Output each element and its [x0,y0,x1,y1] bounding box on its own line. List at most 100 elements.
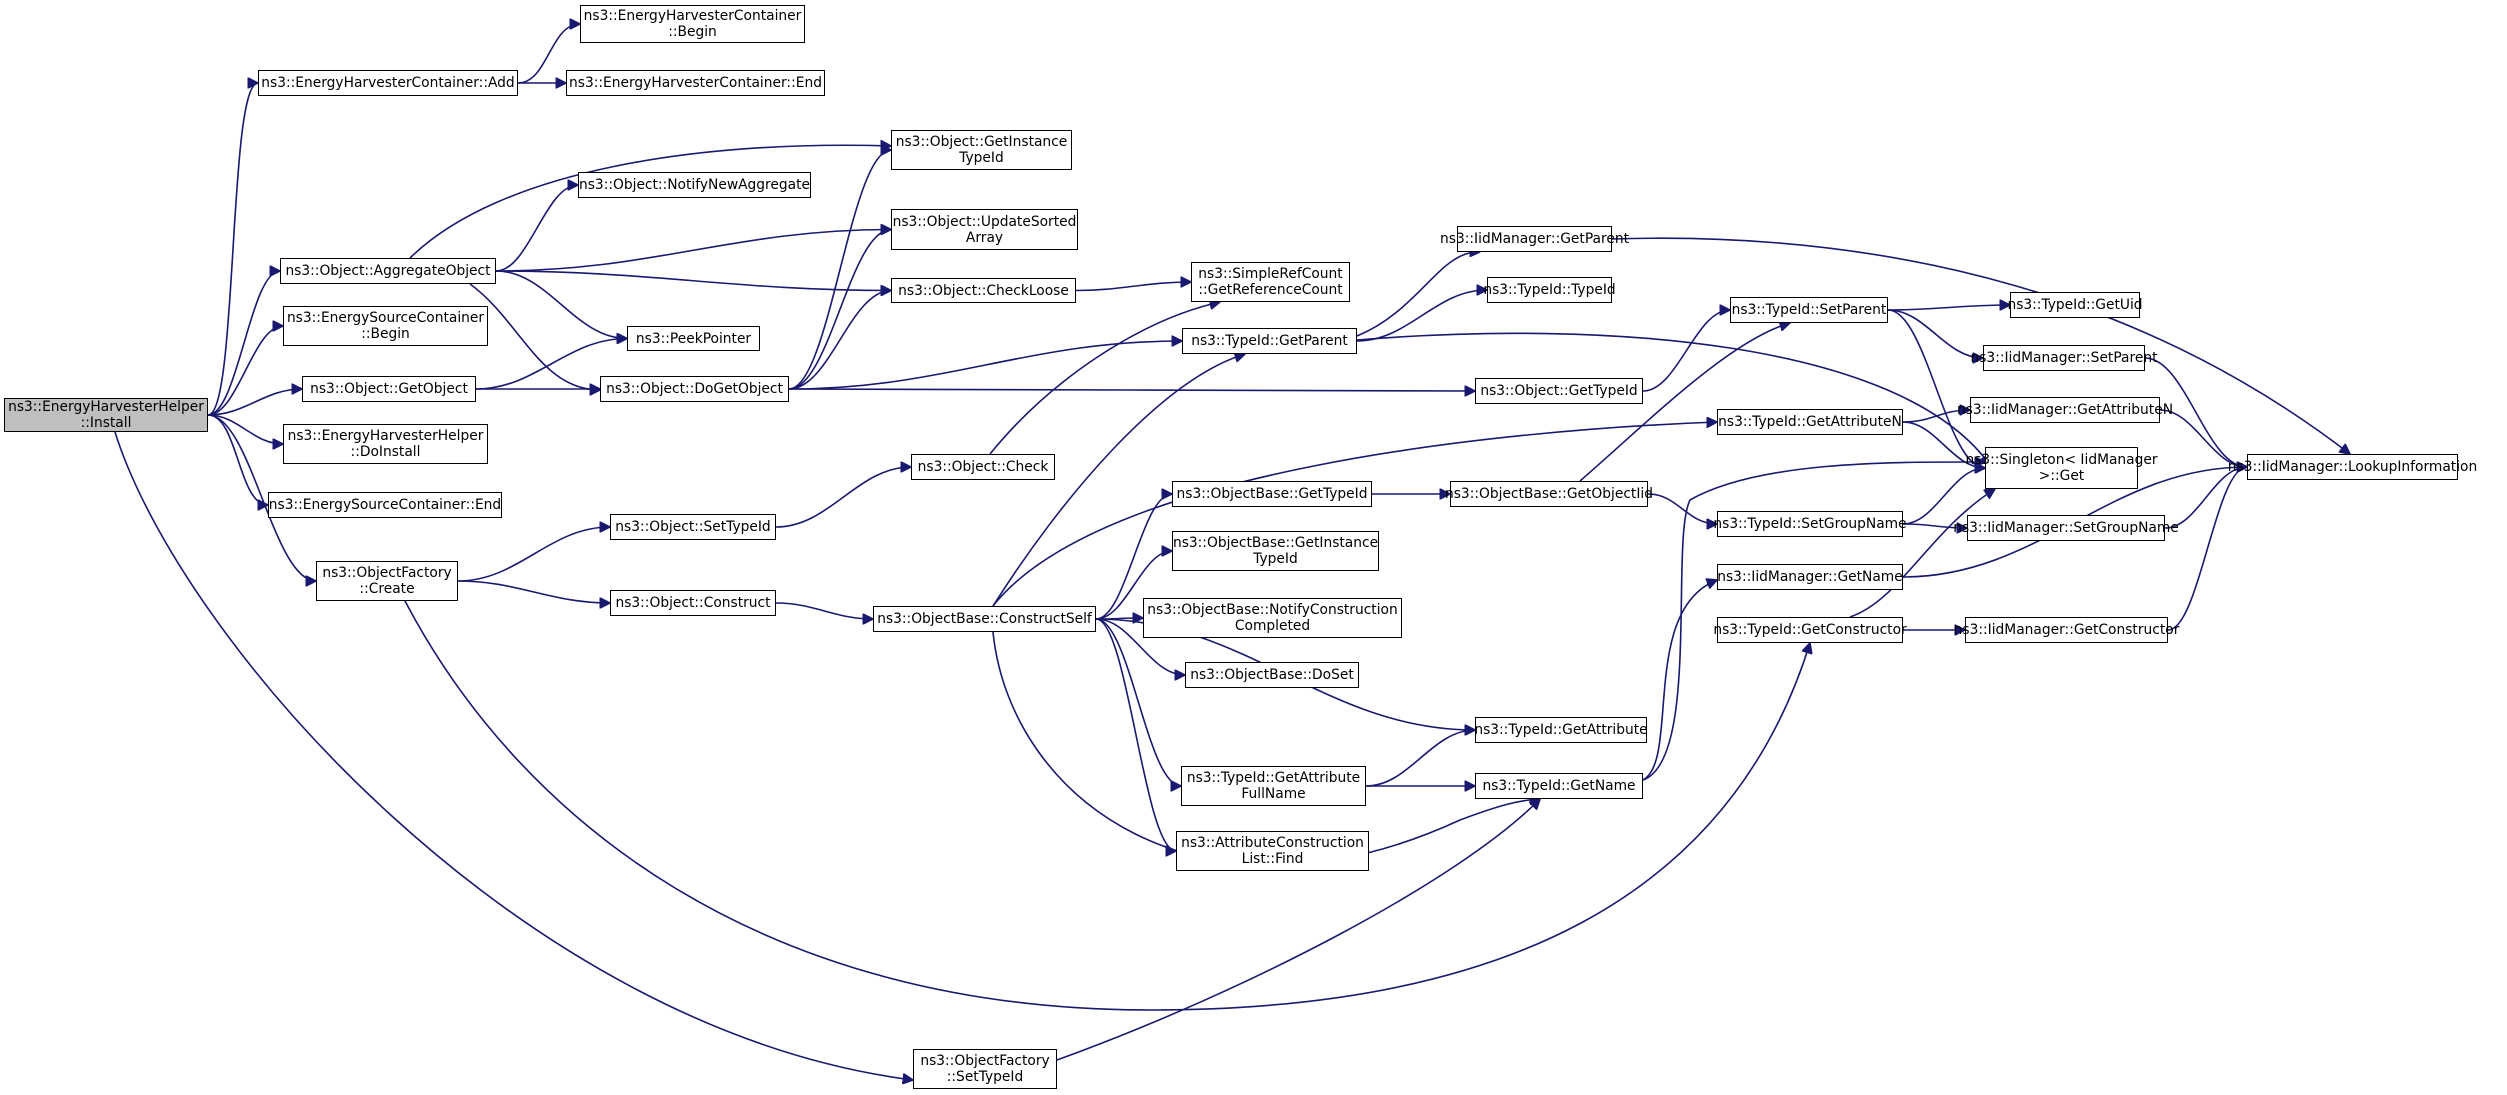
node-singleton-get[interactable]: ns3::Singleton< IidManager >::Get [1965,447,2158,489]
node-label-line: ns3::Object::SetTypeId [615,519,771,535]
node-typeid-getconstructor[interactable]: ns3::TypeId::GetConstructor [1713,617,1907,643]
node-install[interactable]: ns3::EnergyHarvesterHelper::Install [4,398,208,432]
node-typeid-getuid[interactable]: ns3::TypeId::GetUid [2007,292,2143,318]
edge-obj-aggregate-to-obj-dogetobject [469,283,600,390]
node-label-line: ::Create [359,581,415,597]
node-ehc-add[interactable]: ns3::EnergyHarvesterContainer::Add [258,70,518,96]
node-ob-gettypeid[interactable]: ns3::ObjectBase::GetTypeId [1172,481,1372,507]
node-label-line: ns3::ObjectBase::NotifyConstruction [1147,602,1398,618]
node-label-line: ns3::ObjectBase::DoSet [1190,667,1354,683]
node-objfactory-settypeid[interactable]: ns3::ObjectFactory::SetTypeId [913,1049,1057,1089]
node-iid-getparent[interactable]: ns3::IidManager::GetParent [1440,226,1629,252]
node-src-begin[interactable]: ns3::EnergySourceContainer::Begin [283,306,488,346]
edge-obj-aggregate-to-obj-getinstancetypeid [409,145,891,259]
node-label-line: ns3::EnergyHarvesterContainer [583,8,802,24]
node-typeid-getattributen[interactable]: ns3::TypeId::GetAttributeN [1717,409,1903,435]
node-ob-constructself[interactable]: ns3::ObjectBase::ConstructSelf [873,606,1096,632]
node-label-line: ns3::EnergySourceContainer [286,310,485,326]
node-label-line: ns3::ObjectBase::GetTypeId [1176,486,1368,502]
node-label-line: ns3::Object::GetInstance [895,134,1068,150]
edge-obj-aggregate-to-obj-checkloose [495,270,891,291]
node-label-line: ns3::Object::Check [917,459,1049,475]
node-label-line: ns3::EnergyHarvesterHelper [8,399,204,415]
edge-ehc-add-to-ehc-begin [517,24,580,84]
node-label-line: ns3::TypeId::SetParent [1731,302,1887,318]
node-typeid-setparent[interactable]: ns3::TypeId::SetParent [1730,297,1888,323]
edge-ob-constructself-to-typeid-getattributen [992,422,1717,607]
node-obj-settypeid[interactable]: ns3::Object::SetTypeId [610,514,776,540]
node-obj-construct[interactable]: ns3::Object::Construct [610,590,776,616]
node-typeid-getparent[interactable]: ns3::TypeId::GetParent [1182,328,1357,354]
node-label-line: ns3::TypeId::GetUid [2007,297,2143,313]
node-srefcount[interactable]: ns3::SimpleRefCount::GetReferenceCount [1191,262,1350,302]
node-obj-checkloose[interactable]: ns3::Object::CheckLoose [891,278,1076,303]
edge-ob-constructself-to-ob-gettypeid [1095,494,1172,620]
node-typeid-setgroupname[interactable]: ns3::TypeId::SetGroupName [1713,511,1907,537]
node-ehc-end[interactable]: ns3::EnergyHarvesterContainer::End [566,70,825,96]
node-iid-setparent[interactable]: ns3::IidManager::SetParent [1970,345,2158,371]
node-iid-lookupinformation[interactable]: ns3::IidManager::LookupInformation [2228,454,2477,480]
node-ob-doset[interactable]: ns3::ObjectBase::DoSet [1185,662,1359,688]
node-label-line: List::Find [1241,851,1304,867]
edge-obj-gettypeid-to-typeid-setparent [1642,310,1730,392]
node-obj-notifynewaggregate[interactable]: ns3::Object::NotifyNewAggregate [578,172,811,198]
node-label-line: ns3::EnergyHarvesterHelper [287,428,484,444]
node-label-line: ns3::Object::GetTypeId [1480,383,1638,399]
node-label-line: ::DoInstall [350,444,421,460]
node-typeid-getattribute[interactable]: ns3::TypeId::GetAttribute [1474,717,1648,743]
edge-typeid-setparent-to-singleton-get [1887,309,1985,468]
node-label-line: ns3::Object::Construct [615,595,771,611]
node-label-line: ::Begin [361,326,410,342]
edge-obj-aggregate-to-obj-notifynewaggregate [495,185,578,272]
node-typeid-typeid[interactable]: ns3::TypeId::TypeId [1483,277,1616,303]
node-typeid-getname[interactable]: ns3::TypeId::GetName [1475,773,1643,799]
node-label-line: ::Install [80,415,132,431]
edge-iid-setparent-to-iid-lookupinformation [2144,357,2247,467]
node-label-line: ns3::TypeId::GetName [1482,778,1636,794]
node-iid-getattributen[interactable]: ns3::IidManager::GetAttributeN [1957,397,2173,423]
edge-iid-getattributen-to-iid-lookupinformation [2159,409,2247,467]
node-iid-getname[interactable]: ns3::IidManager::GetName [1717,564,1903,590]
node-ob-getobjectiid[interactable]: ns3::ObjectBase::GetObjectIid [1445,481,1653,507]
edge-install-to-ehc-add [207,83,258,416]
edge-install-to-objfactory-settypeid [114,431,913,1080]
edge-install-to-obj-getobject [207,389,302,416]
node-label-line: ns3::ObjectBase::GetObjectIid [1444,486,1654,502]
node-label-line: ns3::TypeId::GetAttribute [1186,770,1361,786]
edge-install-to-src-end [207,414,268,505]
edge-ob-constructself-to-typeid-getparent [992,354,1245,607]
edge-obj-dogetobject-to-typeid-getparent [788,341,1182,390]
node-label-line: ns3::Object::NotifyNewAggregate [578,177,811,193]
node-ehc-begin[interactable]: ns3::EnergyHarvesterContainer::Begin [580,5,805,43]
node-label-line: ns3::ObjectBase::GetInstance [1172,535,1379,551]
node-label-line: ns3::PeekPointer [635,330,752,347]
node-objfactory-create[interactable]: ns3::ObjectFactory::Create [316,561,458,601]
node-obj-aggregate[interactable]: ns3::Object::AggregateObject [280,258,496,284]
node-eh-doinstall[interactable]: ns3::EnergyHarvesterHelper::DoInstall [283,424,488,464]
node-obj-getobject[interactable]: ns3::Object::GetObject [302,376,476,402]
node-label-line: FullName [1241,786,1306,802]
node-iid-setgroupname[interactable]: ns3::IidManager::SetGroupName [1953,515,2179,541]
edge-ob-getobjectiid-to-typeid-setgroupname [1647,493,1717,524]
node-label-line: ns3::Object::CheckLoose [898,282,1069,299]
node-iid-getconstructor[interactable]: ns3::IidManager::GetConstructor [1954,617,2179,643]
node-obj-dogetobject[interactable]: ns3::Object::DoGetObject [600,376,789,402]
node-label-line: ns3::IidManager::LookupInformation [2227,459,2478,475]
edge-install-to-eh-doinstall [207,414,283,444]
node-label-line: Array [965,229,1004,246]
node-src-end[interactable]: ns3::EnergySourceContainer::End [268,492,502,518]
node-peekpointer[interactable]: ns3::PeekPointer [627,326,760,351]
node-label-line: ns3::EnergySourceContainer::End [268,497,502,513]
node-label-line: >::Get [2038,468,2085,484]
node-obj-gettypeid[interactable]: ns3::Object::GetTypeId [1475,378,1643,404]
node-label-line: ns3::EnergyHarvesterContainer::Add [261,75,515,91]
edge-obj-settypeid-to-obj-check [775,467,911,528]
node-obj-check[interactable]: ns3::Object::Check [911,454,1055,480]
